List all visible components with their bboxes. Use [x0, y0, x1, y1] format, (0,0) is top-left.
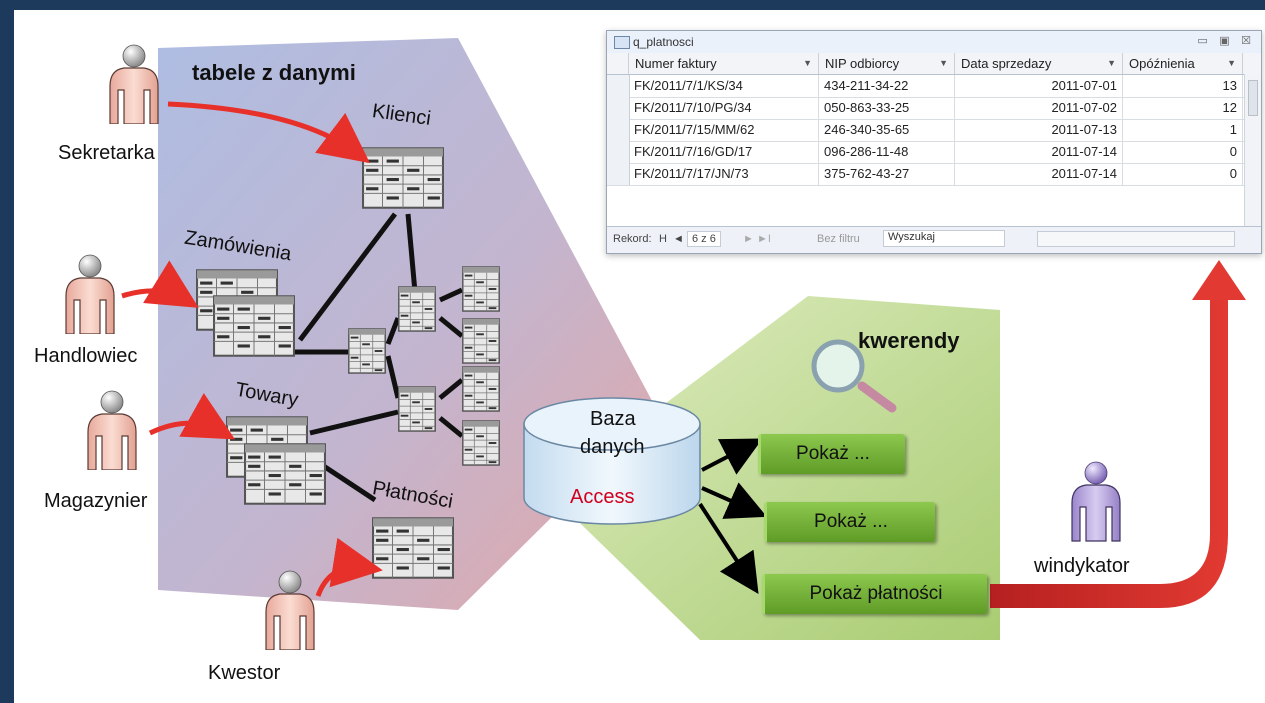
record-navigation-bar: Rekord: H ◄ 6 z 6 ► ►I Bez filtru Wyszuk…	[607, 226, 1261, 253]
column-header-row: Numer faktury▼ NIP odbiorcy▼ Data sprzed…	[607, 53, 1261, 75]
database-cylinder	[523, 397, 701, 525]
small-table-icon	[398, 286, 436, 332]
table-cell[interactable]: 13	[1123, 75, 1243, 97]
dropdown-arrow-icon[interactable]: ▼	[803, 58, 812, 68]
row-selector[interactable]	[607, 141, 630, 163]
row-selector[interactable]	[607, 163, 630, 185]
table-cell[interactable]: FK/2011/7/10/PG/34	[629, 97, 819, 119]
window-controls[interactable]: ▭ ▣ ☒	[1197, 34, 1255, 47]
query-arrows	[698, 438, 767, 595]
dropdown-arrow-icon[interactable]: ▼	[939, 58, 948, 68]
small-table-icon	[398, 386, 436, 432]
table-relationships	[295, 212, 464, 503]
query-icon	[614, 36, 630, 49]
dropdown-arrow-icon[interactable]: ▼	[1107, 58, 1116, 68]
table-cell[interactable]: 2011-07-01	[955, 75, 1123, 97]
small-table-icon	[348, 328, 386, 374]
next-record-button[interactable]: ►	[743, 233, 754, 245]
table-cell[interactable]: 096-286-11-48	[819, 141, 955, 163]
filter-toggle[interactable]: Bez filtru	[817, 233, 860, 245]
table-cell[interactable]: 246-340-35-65	[819, 119, 955, 141]
small-table-icon	[462, 366, 500, 412]
table-cell[interactable]: 1	[1123, 119, 1243, 141]
table-cell[interactable]: FK/2011/7/15/MM/62	[629, 119, 819, 141]
database-label-line1: Baza	[590, 408, 636, 430]
search-field[interactable]: Wyszukaj	[883, 230, 1005, 247]
window-title: q_platnosci	[633, 35, 694, 49]
table-cell[interactable]: FK/2011/7/17/JN/73	[629, 163, 819, 185]
magazynier-person-icon	[87, 390, 137, 470]
windykator-person-icon	[1071, 461, 1121, 542]
first-record-button[interactable]: H	[659, 233, 667, 245]
handlowiec-person-icon	[65, 254, 115, 334]
query-button-pokaz-platnosci[interactable]: Pokaż płatności	[762, 574, 987, 614]
database-product-label: Access	[570, 486, 635, 508]
record-label: Rekord:	[613, 233, 652, 245]
platnosci-table-icon	[372, 517, 454, 579]
query-button-2[interactable]: Pokaż ...	[764, 502, 935, 542]
horizontal-scrollbar[interactable]	[1037, 231, 1235, 247]
table-cell[interactable]: 375-762-43-27	[819, 163, 955, 185]
person-label-handlowiec: Handlowiec	[34, 345, 138, 367]
window-titlebar[interactable]: q_platnosci ▭ ▣ ☒	[607, 31, 1261, 54]
towary-table-icon	[244, 443, 326, 505]
table-cell[interactable]: 0	[1123, 141, 1243, 163]
zamowienia-table-icon	[213, 295, 295, 357]
table-cell[interactable]: 2011-07-13	[955, 119, 1123, 141]
small-table-icon	[462, 318, 500, 364]
table-cell[interactable]: 12	[1123, 97, 1243, 119]
magnifier-icon	[811, 339, 897, 413]
last-record-button[interactable]: ►I	[757, 233, 771, 245]
row-selector[interactable]	[607, 119, 630, 141]
column-header-nip[interactable]: NIP odbiorcy▼	[819, 53, 955, 74]
person-label-kwestor: Kwestor	[208, 662, 281, 684]
column-header-data[interactable]: Data sprzedazy▼	[955, 53, 1123, 74]
person-label-windykator: windykator	[1034, 555, 1130, 577]
results-arrow	[990, 260, 1246, 608]
column-header-numer-faktury[interactable]: Numer faktury▼	[629, 53, 819, 74]
select-all-corner[interactable]	[607, 53, 629, 74]
prev-record-button[interactable]: ◄	[673, 233, 684, 245]
vertical-scrollbar[interactable]	[1244, 74, 1261, 226]
query-button-1[interactable]: Pokaż ...	[758, 434, 905, 474]
row-selector[interactable]	[607, 75, 630, 97]
record-position-field[interactable]: 6 z 6	[687, 231, 721, 247]
table-cell[interactable]: FK/2011/7/1/KS/34	[629, 75, 819, 97]
table-cell[interactable]: 434-211-34-22	[819, 75, 955, 97]
scroll-thumb[interactable]	[1248, 80, 1258, 116]
table-cell[interactable]: FK/2011/7/16/GD/17	[629, 141, 819, 163]
sekretarka-person-icon	[109, 44, 159, 124]
table-cell[interactable]: 0	[1123, 163, 1243, 185]
person-label-sekretarka: Sekretarka	[58, 142, 155, 164]
dropdown-arrow-icon[interactable]: ▼	[1227, 58, 1236, 68]
small-table-icon	[462, 266, 500, 312]
tables-section-label: tabele z danymi	[192, 60, 356, 85]
table-cell[interactable]: 2011-07-14	[955, 141, 1123, 163]
small-table-icon	[462, 420, 500, 466]
queries-section-label: kwerendy	[858, 328, 960, 353]
person-label-magazynier: Magazynier	[44, 490, 148, 512]
klienci-table-icon	[362, 147, 444, 209]
column-header-opoznienia[interactable]: Opóźnienia▼	[1123, 53, 1243, 74]
table-cell[interactable]: 2011-07-02	[955, 97, 1123, 119]
table-cell[interactable]: 050-863-33-25	[819, 97, 955, 119]
query-result-window[interactable]: q_platnosci ▭ ▣ ☒ Numer faktury▼ NIP odb…	[606, 30, 1262, 254]
row-selector[interactable]	[607, 97, 630, 119]
table-cell[interactable]: 2011-07-14	[955, 163, 1123, 185]
red-arrows	[121, 101, 383, 597]
database-label-line2: danych	[580, 436, 645, 458]
